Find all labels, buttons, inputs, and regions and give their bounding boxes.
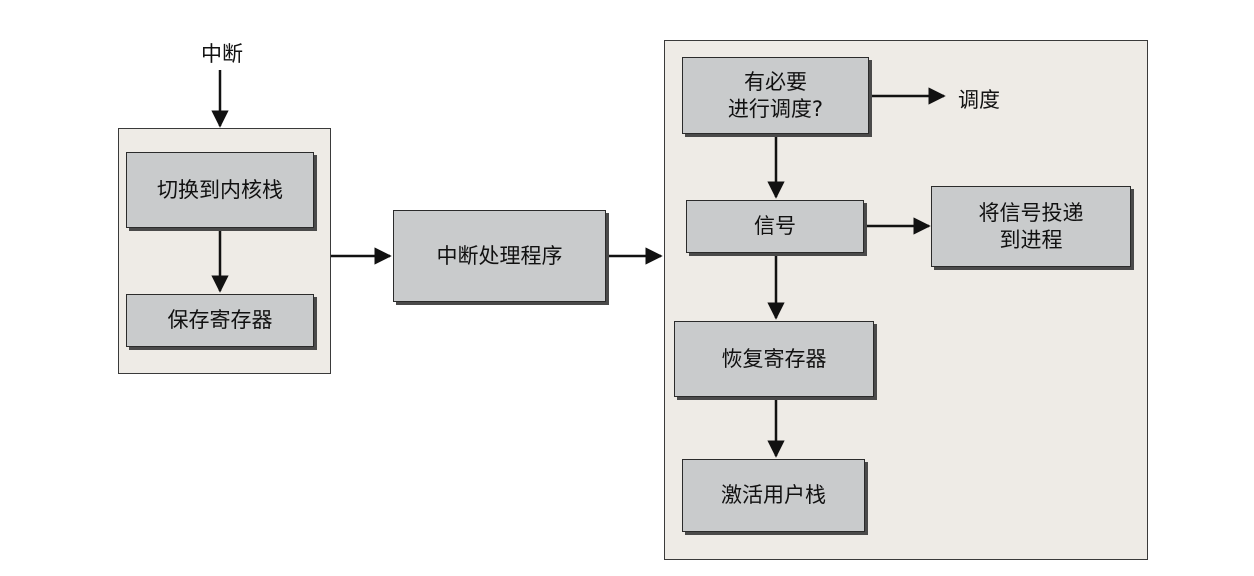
need-schedule-line2: 进行调度? [727, 96, 824, 121]
signal-text: 信号 [754, 214, 796, 239]
interrupt-handler-box: 中断处理程序 [393, 210, 606, 302]
save-registers-text: 保存寄存器 [167, 308, 273, 333]
save-registers-box: 保存寄存器 [126, 294, 314, 347]
interrupt-handler-text: 中断处理程序 [436, 243, 563, 268]
switch-kernel-stack-box: 切换到内核栈 [126, 152, 314, 228]
activate-user-stack-text: 激活用户栈 [721, 483, 826, 508]
deliver-signal-line1: 将信号投递 [978, 201, 1084, 226]
restore-registers-box: 恢复寄存器 [674, 321, 874, 397]
activate-user-stack-box: 激活用户栈 [682, 459, 865, 532]
signal-box: 信号 [686, 200, 864, 253]
deliver-signal-line2: 到进程 [999, 227, 1063, 252]
schedule-label: 调度 [958, 88, 1000, 112]
interrupt-label: 中断 [201, 42, 243, 66]
need-schedule-box: 有必要 进行调度? [682, 57, 869, 134]
switch-kernel-stack-text: 切换到内核栈 [157, 177, 283, 202]
deliver-signal-box: 将信号投递 到进程 [931, 186, 1131, 267]
need-schedule-line1: 有必要 [744, 70, 807, 95]
restore-registers-text: 恢复寄存器 [721, 346, 827, 371]
